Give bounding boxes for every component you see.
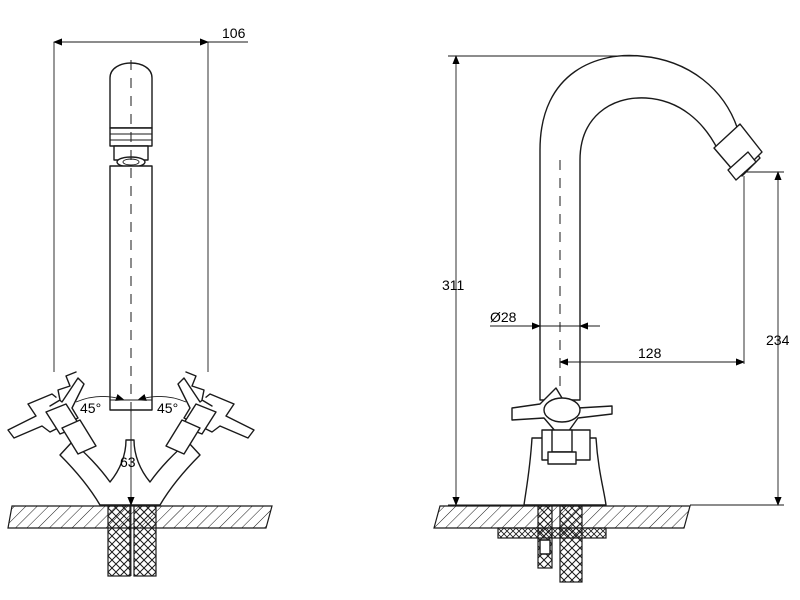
height-63-label: 63 bbox=[120, 454, 136, 470]
side-spout bbox=[539, 54, 763, 420]
front-view: 106 45° 45° 63 bbox=[7, 25, 273, 577]
spout-height-label: 234 bbox=[766, 332, 790, 348]
reach-dimension: 128 bbox=[559, 176, 745, 366]
spout-height-dimension: 234 bbox=[690, 171, 790, 506]
angle-left-label: 45° bbox=[80, 400, 101, 416]
diameter-label: Ø28 bbox=[490, 309, 517, 325]
angle-dimensions: 45° 45° 63 bbox=[75, 394, 187, 506]
total-height-label: 311 bbox=[442, 277, 465, 293]
side-hoses bbox=[537, 505, 583, 583]
front-left-handle bbox=[7, 371, 97, 455]
side-view: 311 234 Ø28 128 bbox=[433, 54, 790, 583]
front-right-handle bbox=[165, 371, 255, 455]
total-height-dimension: 311 bbox=[442, 55, 640, 506]
diameter-dimension: Ø28 bbox=[490, 309, 600, 330]
front-spout bbox=[109, 60, 153, 420]
width-dimension: 106 bbox=[53, 25, 248, 372]
side-handle bbox=[511, 387, 613, 465]
reach-label: 128 bbox=[638, 345, 662, 361]
front-hoses bbox=[107, 505, 157, 577]
width-label: 106 bbox=[222, 25, 246, 41]
angle-right-label: 45° bbox=[157, 400, 178, 416]
front-body bbox=[59, 439, 201, 506]
